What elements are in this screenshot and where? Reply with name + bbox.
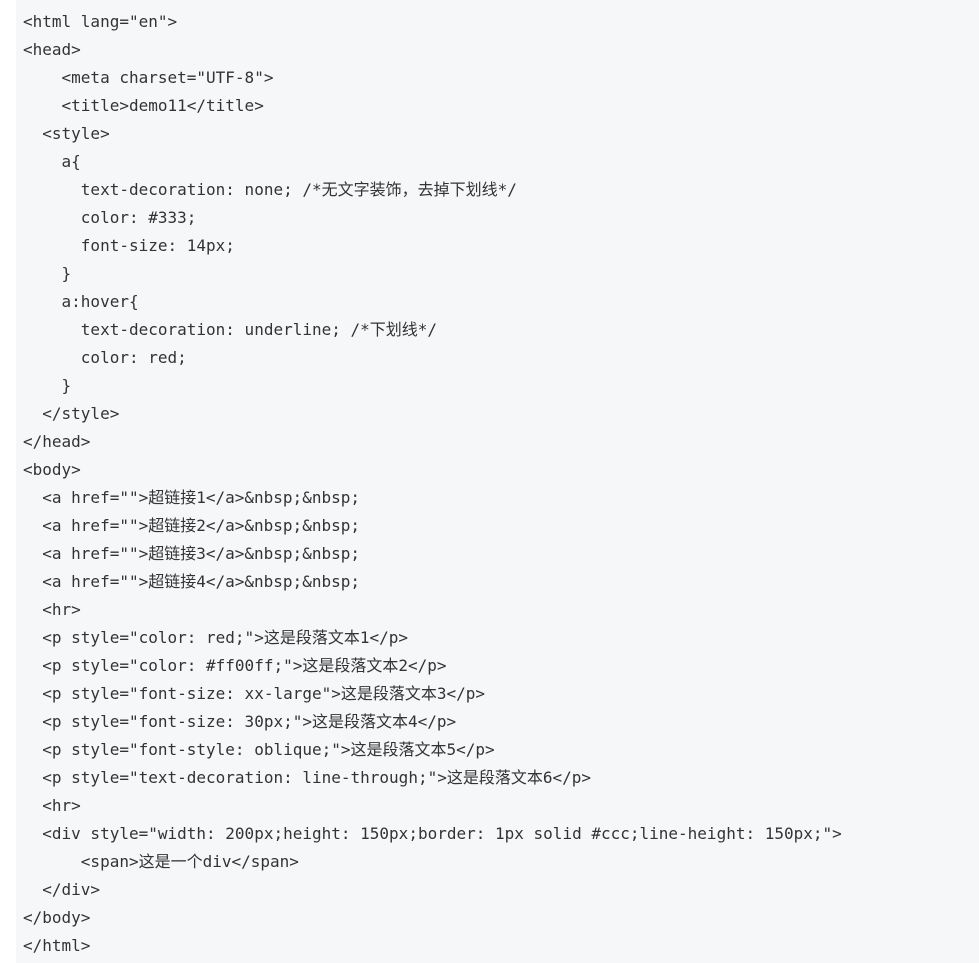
code-line: <hr> (23, 600, 81, 619)
code-line: <p style="font-style: oblique;">这是段落文本5<… (23, 740, 495, 759)
code-line: <a href="">超链接4</a>&nbsp;&nbsp; (23, 572, 360, 591)
code-line: <html lang="en"> (23, 12, 178, 31)
code-line: </head> (23, 432, 91, 451)
code-line: <p style="text-decoration: line-through;… (23, 768, 592, 787)
code-line: </style> (23, 404, 120, 423)
code-line: <a href="">超链接3</a>&nbsp;&nbsp; (23, 544, 360, 563)
code-line: } (23, 264, 72, 283)
code-line: color: red; (23, 348, 187, 367)
code-line: <span>这是一个div</span> (23, 852, 299, 871)
code-line: <p style="color: #ff00ff;">这是段落文本2</p> (23, 656, 447, 675)
code-line: <meta charset="UTF-8"> (23, 68, 274, 87)
code-line: <title>demo11</title> (23, 96, 264, 115)
code-line: font-size: 14px; (23, 236, 235, 255)
code-line: text-decoration: none; /*无文字装饰，去掉下划线*/ (23, 180, 517, 199)
code-line: } (23, 376, 72, 395)
code-line: color: #333; (23, 208, 197, 227)
code-line: <hr> (23, 796, 81, 815)
code-line: </html> (23, 936, 91, 955)
code-line: <p style="font-size: xx-large">这是段落文本3</… (23, 684, 486, 703)
code-line: <div style="width: 200px;height: 150px;b… (23, 824, 842, 843)
code-line: <p style="font-size: 30px;">这是段落文本4</p> (23, 712, 457, 731)
code-line: </div> (23, 880, 101, 899)
code-line: <head> (23, 40, 81, 59)
code-line: <style> (23, 124, 110, 143)
code-line: a{ (23, 152, 81, 171)
code-block: <html lang="en"> <head> <meta charset="U… (16, 0, 979, 963)
code-line: <a href="">超链接2</a>&nbsp;&nbsp; (23, 516, 360, 535)
code-line: </body> (23, 908, 91, 927)
code-line: a:hover{ (23, 292, 139, 311)
code-line: text-decoration: underline; /*下划线*/ (23, 320, 438, 339)
code-line: <p style="color: red;">这是段落文本1</p> (23, 628, 408, 647)
code-line: <a href="">超链接1</a>&nbsp;&nbsp; (23, 488, 360, 507)
code-line: <body> (23, 460, 81, 479)
